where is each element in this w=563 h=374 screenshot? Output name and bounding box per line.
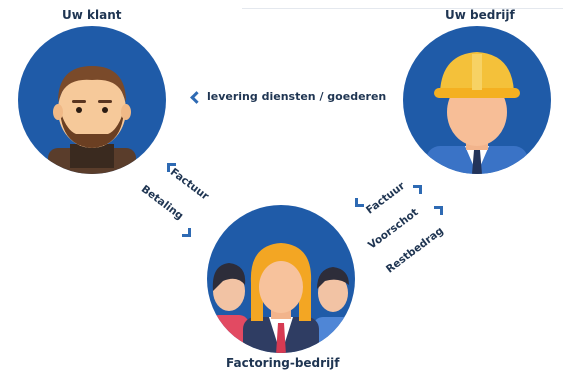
factoring-label: Factoring-bedrijf — [226, 356, 340, 370]
invoice-from-company-label: Factuur — [364, 179, 408, 217]
payment-label: Betaling — [138, 183, 186, 223]
chevron-left-icon — [190, 91, 203, 104]
client-label: Uw klant — [62, 8, 122, 22]
chevron-invoice-company-icon — [355, 198, 364, 207]
invoice-to-factor-label: Factuur — [167, 166, 211, 203]
factoring-avatar — [207, 205, 355, 353]
delivery-flow-label: levering diensten / goederen — [207, 90, 387, 103]
top-divider — [242, 0, 563, 9]
chevron-payment-icon — [182, 228, 191, 237]
client-avatar — [18, 26, 166, 174]
company-label: Uw bedrijf — [445, 8, 515, 22]
chevron-remainder-icon — [434, 206, 443, 215]
company-avatar — [403, 26, 551, 174]
chevron-advance-icon — [413, 185, 422, 194]
